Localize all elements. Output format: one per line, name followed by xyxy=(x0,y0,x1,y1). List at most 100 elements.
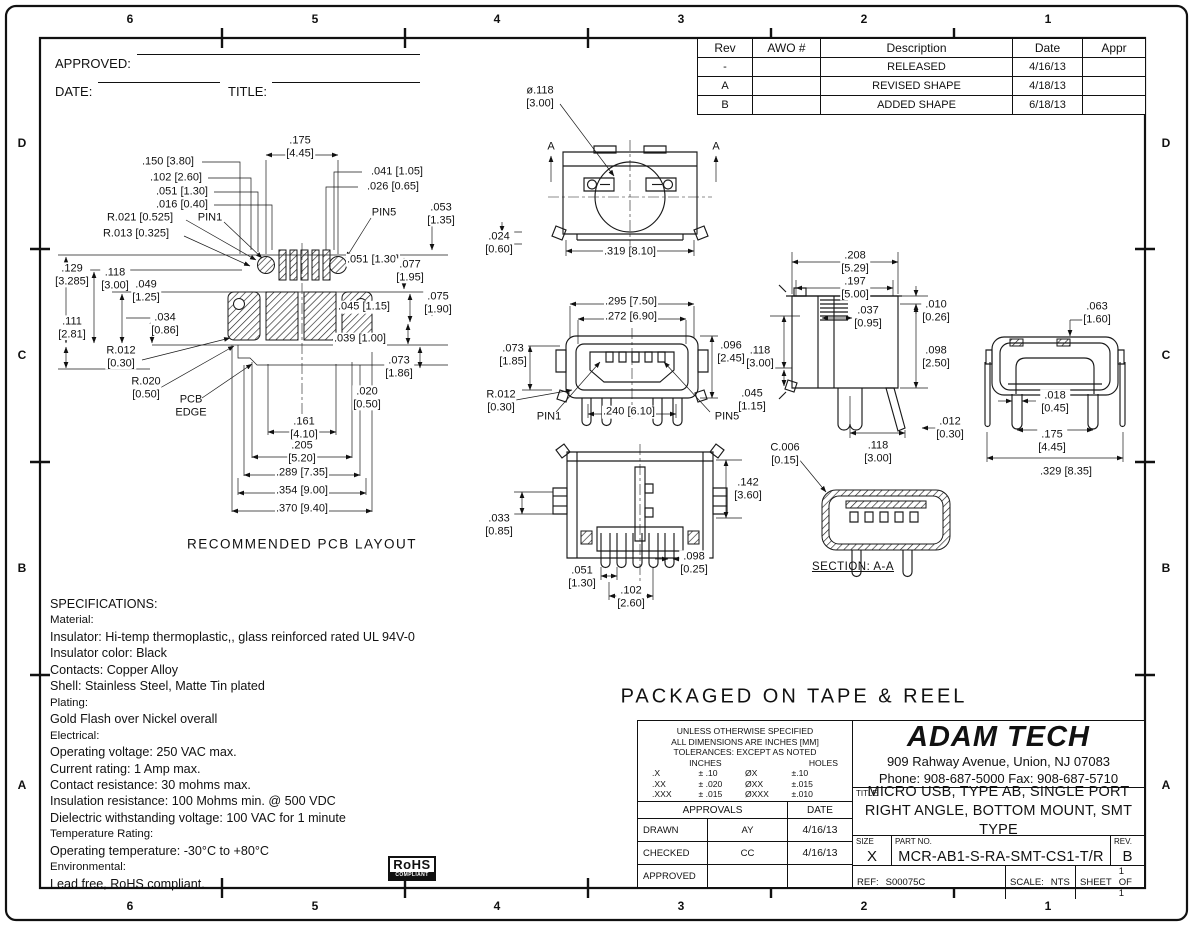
rohs-compliant-badge: RoHS COMPLIANT xyxy=(388,856,436,881)
hole-tolerance: ±.015 xyxy=(791,778,813,789)
dim-label: .051 [1.30] xyxy=(346,253,400,267)
title-line xyxy=(272,82,420,83)
description-header: Description xyxy=(820,38,1013,58)
size-label: SIZE xyxy=(856,837,874,846)
dim-label: R.020 [0.50] xyxy=(130,375,162,401)
dim-label: R.012 [0.30] xyxy=(105,344,137,370)
sheet-frame xyxy=(6,6,1187,920)
size-part-rev-row: SIZE X PART NO. MCR-AB1-S-RA-SMT-CS1-T/R… xyxy=(853,836,1144,866)
sheet-label: SHEET xyxy=(1080,877,1112,888)
spec-line: Insulation resistance: 100 Mohms min. @ … xyxy=(50,794,336,809)
spec-line: Lead free, RoHS compliant. xyxy=(50,876,205,891)
drawing-title-box: TITLE MICRO USB, TYPE AB, SINGLE PORT RI… xyxy=(853,784,1144,838)
front-view-drawing xyxy=(516,301,718,426)
drawing-title-line2: RIGHT ANGLE, BOTTOM MOUNT, SMT TYPE xyxy=(864,803,1133,838)
approval-date: 4/16/13 xyxy=(802,824,838,836)
title-box-label: TITLE xyxy=(856,789,878,798)
spec-line: SPECIFICATIONS: xyxy=(50,597,158,611)
revision-table: Rev AWO # Description Date Appr - RELEAS… xyxy=(697,38,1146,115)
specifications-block: SPECIFICATIONS: Material: Insulator: Hi-… xyxy=(50,596,415,892)
zone-col-top: 5 xyxy=(311,12,319,26)
spec-line: Insulator color: Black xyxy=(50,646,167,661)
tolerance-note: UNLESS OTHERWISE SPECIFIED ALL DIMENSION… xyxy=(638,721,852,802)
dim-label: .016 [0.40] xyxy=(155,198,209,212)
date-label: DATE: xyxy=(55,84,93,99)
rev-label: REV. xyxy=(1114,837,1132,846)
zone-row-left: C xyxy=(17,348,27,362)
dim-label: .063 [1.60] xyxy=(1082,300,1112,326)
dim-label: .077 [1.95] xyxy=(395,258,425,284)
dim-label: .118 [3.00] xyxy=(745,344,775,370)
company-address: 909 Rahway Avenue, Union, NJ 07083 xyxy=(886,754,1111,769)
date-line xyxy=(98,82,220,83)
zone-col-bottom: 4 xyxy=(493,899,501,913)
dim-label: .033 [0.85] xyxy=(484,512,514,538)
dim-label: .197 [5.00] xyxy=(840,275,870,301)
approval-row: DRAWN AY 4/16/13 xyxy=(638,819,852,842)
size-value: X xyxy=(866,848,877,865)
dim-label: .039 [1.00] xyxy=(333,332,387,346)
rev-cell: B xyxy=(697,95,753,115)
dim-label: .053 [1.35] xyxy=(426,201,456,227)
pcb-layout-caption: RECOMMENDED PCB LAYOUT xyxy=(186,536,418,552)
zone-row-left: B xyxy=(17,561,27,575)
rev-cell: A xyxy=(697,76,753,96)
zone-col-bottom: 6 xyxy=(126,899,134,913)
appr-cell xyxy=(1082,95,1146,115)
rohs-text: RoHS xyxy=(393,857,431,872)
dim-label: C.006 [0.15] xyxy=(769,441,801,467)
hole-tolerance: ±.10 xyxy=(791,768,809,778)
inch-tolerance: ± .10 xyxy=(698,768,718,778)
part-number-value: MCR-AB1-S-RA-SMT-CS1-T/R xyxy=(898,849,1104,865)
title-block-right: ADAM TECH 909 Rahway Avenue, Union, NJ 0… xyxy=(853,721,1144,899)
spec-line: Shell: Stainless Steel, Matte Tin plated xyxy=(50,679,265,694)
dim-label: .098 [0.25] xyxy=(679,550,709,576)
zone-row-right: B xyxy=(1161,561,1171,575)
spec-line: Material: xyxy=(50,614,94,627)
approval-name: CC xyxy=(708,842,788,864)
inch-format: .X xyxy=(652,768,661,778)
rev-cell: REV. B xyxy=(1111,836,1144,865)
zone-col-top: 1 xyxy=(1044,12,1052,26)
bottom-view-drawing xyxy=(514,444,742,600)
approved-label: APPROVED: xyxy=(55,56,131,71)
dim-label: .142 [3.60] xyxy=(733,476,763,502)
tolerance-line: TOLERANCES: EXCEPT AS NOTED xyxy=(673,747,817,757)
company-name: ADAM TECH xyxy=(907,721,1090,753)
dim-label: .026 [0.65] xyxy=(366,180,420,194)
dim-label: .018 [0.45] xyxy=(1040,389,1070,415)
dim-label: .102 [2.60] xyxy=(149,171,203,185)
awo-cell xyxy=(752,95,821,115)
dim-label: .020 [0.50] xyxy=(352,385,382,411)
revision-row: A REVISED SHAPE 4/18/13 xyxy=(697,76,1146,96)
dim-label: .037 [0.95] xyxy=(853,304,883,330)
zone-row-left: D xyxy=(17,136,27,150)
spec-line: Contact resistance: 30 mohms max. xyxy=(50,777,251,792)
hole-format: ØXXX xyxy=(745,789,769,799)
dim-label: R.013 [0.325] xyxy=(101,227,171,241)
dim-label: .354 [9.00] xyxy=(275,484,329,498)
title-block-left: UNLESS OTHERWISE SPECIFIED ALL DIMENSION… xyxy=(638,721,853,887)
appr-header: Appr xyxy=(1082,38,1146,58)
inches-header: INCHES xyxy=(689,757,722,768)
inch-format: .XX xyxy=(652,778,666,789)
revision-row: - RELEASED 4/16/13 xyxy=(697,57,1146,77)
date-cell: 4/16/13 xyxy=(1012,57,1083,77)
rev-header: Rev xyxy=(697,38,753,58)
title-label: TITLE: xyxy=(228,84,268,99)
section-arrow-label: A xyxy=(547,140,555,153)
awo-header: AWO # xyxy=(752,38,821,58)
spec-line: Operating voltage: 250 VAC max. xyxy=(50,745,237,760)
scale-cell: SCALE: NTS xyxy=(1006,866,1076,899)
inch-tolerance: ± .015 xyxy=(698,789,723,799)
description-cell: RELEASED xyxy=(820,57,1013,77)
dim-label: .205 [5.20] xyxy=(287,439,317,465)
dim-label: .289 [7.35] xyxy=(275,466,329,480)
dim-label: .272 [6.90] xyxy=(604,310,658,324)
part-number-label: PART NO. xyxy=(895,837,932,846)
date-header: Date xyxy=(1012,38,1083,58)
zone-col-bottom: 1 xyxy=(1044,899,1052,913)
spec-line: Contacts: Copper Alloy xyxy=(50,662,179,677)
dim-label: .295 [7.50] xyxy=(604,295,658,309)
dim-label: .175 [4.45] xyxy=(1037,428,1067,454)
